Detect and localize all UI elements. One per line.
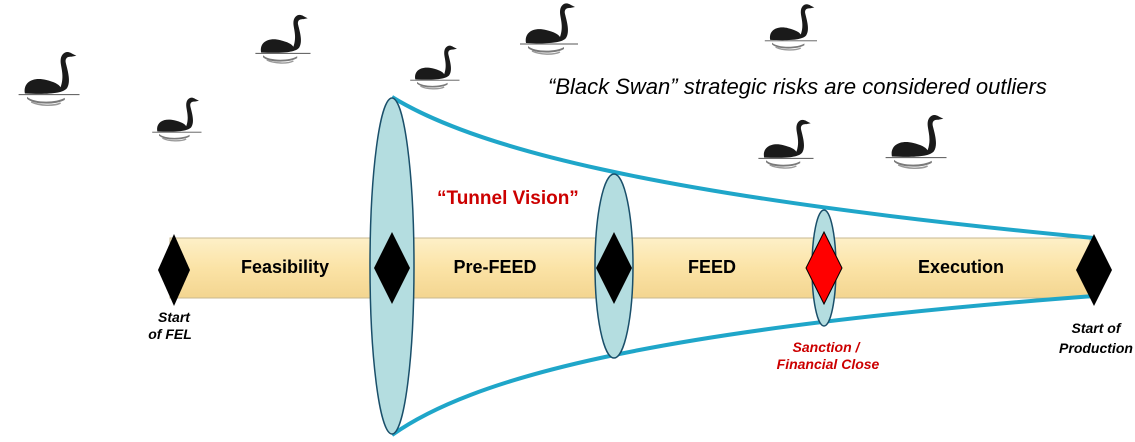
- swan-icon: [757, 119, 815, 169]
- funnel-lower-line: [390, 294, 1095, 437]
- phase-label-execution: Execution: [918, 257, 1004, 277]
- funnel-upper-line: [390, 95, 1095, 240]
- swan-icon: [254, 14, 312, 64]
- gate-2-diamond: [596, 232, 632, 304]
- milestone-sanction-line1: Sanction /: [793, 339, 862, 355]
- swan-icon: [17, 51, 81, 107]
- swan-icon: [409, 45, 461, 90]
- milestone-production-line1: Start of: [1072, 320, 1122, 336]
- phase-label-feed: FEED: [688, 257, 736, 277]
- phase-label-feasibility: Feasibility: [241, 257, 329, 277]
- swan-icon: [884, 114, 948, 170]
- swan-icon: [764, 3, 818, 51]
- milestone-start-fel-line2: of FEL: [148, 326, 192, 342]
- swan-icon: [151, 97, 203, 142]
- production-diamond: [1076, 234, 1112, 306]
- swan-icon: [519, 2, 579, 55]
- tunnel-vision-label: “Tunnel Vision”: [437, 188, 579, 209]
- milestone-production-line2: Production: [1059, 340, 1133, 356]
- phase-label-pre-feed: Pre-FEED: [453, 257, 536, 277]
- black-swan-headline: “Black Swan” strategic risks are conside…: [548, 74, 1047, 99]
- gate-1-diamond: [374, 232, 410, 304]
- milestone-start-fel-line1: Start: [158, 309, 191, 325]
- milestone-sanction-line2: Financial Close: [777, 356, 880, 372]
- start-fel-diamond: [158, 234, 190, 306]
- sanction-diamond: [805, 230, 843, 306]
